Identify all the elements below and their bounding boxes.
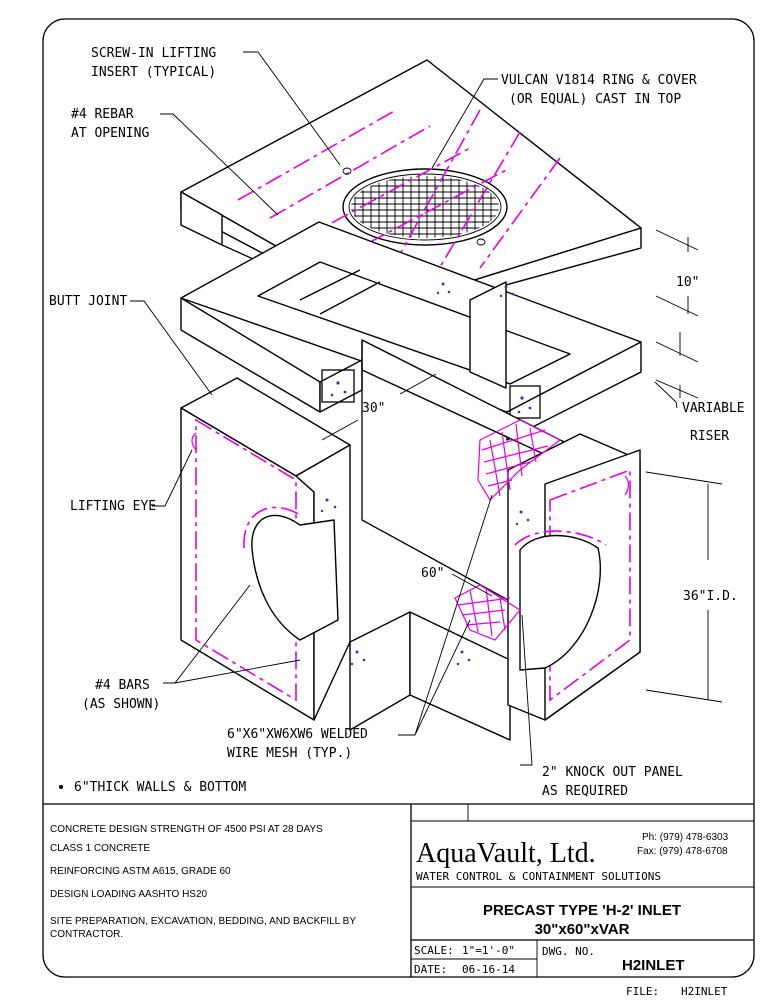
callout-knock-out-2: AS REQUIRED	[542, 784, 628, 799]
dim-width: 30"	[362, 401, 385, 416]
scale-value: 1"=1'-0"	[462, 944, 515, 957]
dim-top-thickness: 10"	[676, 275, 699, 290]
company-tagline: WATER CONTROL & CONTAINMENT SOLUTIONS	[416, 870, 661, 883]
note-5: SITE PREPARATION, EXCAVATION, BEDDING, A…	[50, 916, 356, 927]
callout-lifting-eye: LIFTING EYE	[70, 499, 156, 514]
callout-wire-mesh-2: WIRE MESH (TYP.)	[227, 746, 352, 761]
callout-ring-cover-1: VULCAN V1814 RING & COVER	[501, 73, 697, 88]
title-block: CONCRETE DESIGN STRENGTH OF 4500 PSI AT …	[43, 803, 754, 998]
callout-knock-out-1: 2" KNOCK OUT PANEL	[542, 765, 683, 780]
scale-label: SCALE:	[414, 944, 454, 957]
general-notes: CONCRETE DESIGN STRENGTH OF 4500 PSI AT …	[50, 824, 356, 940]
callout-variable-riser-2: RISER	[690, 429, 729, 444]
leader-lines	[130, 51, 678, 766]
dim-length: 60"	[421, 566, 444, 581]
callout-screw-insert-1: SCREW-IN LIFTING	[91, 46, 216, 61]
callout-ring-cover-2: (OR EQUAL) CAST IN TOP	[509, 92, 681, 107]
grate-pattern	[351, 176, 499, 238]
file-label: FILE:	[626, 985, 659, 998]
company-fax: Fax: (979) 478-6708	[637, 846, 728, 857]
riser	[180, 221, 642, 441]
sheet-border	[42, 18, 755, 978]
ring-cover	[342, 168, 508, 246]
note-4: DESIGN LOADING AASHTO HS20	[50, 889, 208, 900]
drawing-title-1: PRECAST TYPE 'H-2' INLET	[483, 902, 681, 919]
drawing-title-2: 30"x60"xVAR	[535, 921, 630, 938]
box-left-wall	[180, 377, 351, 721]
file-value: H2INLET	[681, 985, 728, 998]
note-3: REINFORCING ASTM A615, GRADE 60	[50, 866, 231, 877]
dwg-value: H2INLET	[622, 957, 685, 974]
callout-wire-mesh-1: 6"X6"XW6XW6 WELDED	[227, 727, 368, 742]
note-1: CONCRETE DESIGN STRENGTH OF 4500 PSI AT …	[50, 824, 323, 835]
box-right-wall	[349, 339, 641, 741]
company-name: AquaVault, Ltd.	[416, 838, 596, 869]
bullet-dot	[59, 785, 63, 789]
callout-bars-2: (AS SHOWN)	[82, 697, 160, 712]
callout-rebar-opening-1: #4 REBAR	[71, 107, 134, 122]
company-phone: Ph: (979) 478-6303	[642, 832, 729, 843]
note-6: CONTRACTOR.	[50, 929, 123, 940]
callout-variable-riser-1: VARIABLE	[682, 401, 745, 416]
concrete-aggregate	[320, 282, 532, 666]
lifting-insert	[342, 167, 352, 175]
callout-rebar-opening-2: AT OPENING	[71, 126, 149, 141]
inlet-drawing: SCREW-IN LIFTING INSERT (TYPICAL) VULCAN…	[49, 46, 745, 799]
date-label: DATE:	[414, 963, 447, 976]
bullet-note: 6"THICK WALLS & BOTTOM	[74, 780, 246, 795]
dimension-lines	[321, 229, 723, 703]
dim-inside-depth: 36"I.D.	[683, 589, 738, 604]
callout-bars-1: #4 BARS	[95, 678, 150, 693]
date-value: 06-16-14	[462, 963, 515, 976]
callout-screw-insert-2: INSERT (TYPICAL)	[91, 65, 216, 80]
note-2: CLASS 1 CONCRETE	[50, 843, 150, 854]
callout-butt-joint: BUTT JOINT	[49, 294, 127, 309]
dwg-label: DWG. NO.	[542, 945, 595, 958]
